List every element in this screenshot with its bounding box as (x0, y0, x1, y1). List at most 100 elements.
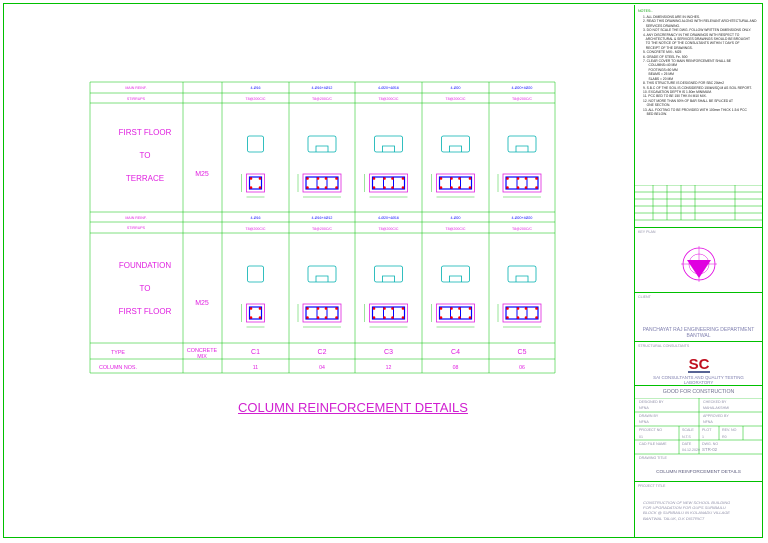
rebar-lower (324, 316, 328, 319)
rebar-lower (306, 307, 309, 310)
drawing-title-label: DRAWING TITLE (639, 456, 667, 460)
rebar-lower (401, 307, 405, 310)
rebar-lower (249, 316, 253, 319)
rebar-upper (316, 186, 320, 189)
column-section-lower (502, 303, 542, 323)
title-block: NOTES:- 1. ALL DIMENSIONS ARE IN INCHES.… (634, 5, 763, 537)
section-link-lower (383, 306, 394, 320)
consultant-label: STRUCTURAL CONSULTANTS (638, 344, 690, 348)
rebar-upper (249, 186, 253, 189)
project-no-label: PROJECT NO (639, 428, 663, 432)
key-plan-label: KEY PLAN (638, 230, 656, 234)
rebar-lower (535, 307, 538, 310)
stirrup-shape-lower (374, 265, 403, 283)
rebar-upper (516, 177, 520, 180)
client-sub: BANTWAL (686, 333, 711, 339)
rebar-lower (249, 307, 253, 310)
column-type: C5 (518, 349, 527, 356)
section-stirrup-upper (505, 176, 539, 190)
rebar-lower (506, 307, 509, 310)
note-line: 2. READ THIS DRAWING ALONG WITH RELEVANT… (643, 19, 757, 24)
column-count: 08 (453, 365, 459, 371)
section-link-lower (516, 306, 528, 320)
column-type: C3 (384, 349, 393, 356)
column-section-lower (369, 303, 408, 323)
dwg-no: STR-02 (702, 447, 718, 452)
column-section-upper (502, 173, 542, 193)
rebar-lower (372, 316, 376, 319)
main-reinf-lower: 4-Ø20+4Ø16 (378, 216, 399, 220)
note-line: RECEIPT OF THE DRAWINGS. (643, 45, 693, 50)
project-title-label: PROJECT TITLE (638, 484, 666, 488)
concrete-label: MIX (197, 354, 207, 360)
stirrup-upper: T8@200C/C (245, 97, 265, 101)
rebar-upper (258, 186, 262, 189)
note-line: 7. CLEAR COVER TO MAIN REINFORCEMENT SHA… (643, 59, 731, 64)
section-stirrup-upper (305, 176, 339, 190)
row-label: MAIN REINF. (125, 216, 147, 220)
rebar-upper (506, 177, 509, 180)
checked-by-label: CHECKED BY (703, 400, 727, 404)
rev: R0 (722, 435, 727, 439)
section-link-upper (383, 176, 394, 190)
consultant-name: SAI CONSULTANTS AND QUALITY TESTING (653, 375, 744, 380)
note-line: 6. GRADE OF STEEL Fe- 500 (643, 54, 688, 59)
rebar-lower (524, 307, 528, 310)
rebar-upper (439, 177, 443, 180)
rebar-upper (383, 177, 386, 180)
rebar-lower (391, 316, 394, 319)
rebar-upper (458, 177, 461, 180)
revision-table (635, 185, 763, 221)
date: 04.12.2020 (682, 448, 700, 452)
plot-label: PLOT (702, 428, 712, 432)
stirrup-lower: T8@200C/C (312, 227, 332, 231)
section-stirrup-lower (505, 306, 539, 320)
rebar-lower (506, 316, 509, 319)
main-reinf-upper: 4-Ø16+4Ø12 (312, 86, 333, 90)
section-link-lower (316, 306, 328, 320)
section-stirrup-upper (438, 176, 473, 190)
rebar-lower (516, 316, 520, 319)
note-line: ONE SECTION. (643, 103, 671, 108)
rebar-upper (535, 177, 538, 180)
consultant-logo-icon: SC (688, 356, 710, 373)
stirrup-link-upper (449, 145, 462, 152)
stirrup-shape-lower (307, 265, 337, 283)
column-section-lower (246, 303, 265, 323)
note-line: SERVICES DRAWING. (643, 23, 681, 28)
column-nos-label: COLUMN NOS. (99, 365, 137, 371)
level-label-upper: TERRACE (126, 174, 164, 183)
concrete-mix-lower: M25 (195, 300, 209, 307)
rebar-upper (335, 186, 338, 189)
consultant-section: STRUCTURAL CONSULTANTS SC SAI CONSULTANT… (635, 341, 762, 385)
note-line: 13. ALL FOOTING TO BE PROVIDED WITH 100m… (643, 107, 747, 112)
level-label-upper: FIRST FLOOR (119, 128, 172, 137)
rebar-upper (450, 186, 453, 189)
level-label-upper: TO (140, 151, 151, 160)
type-label: TYPE (111, 350, 125, 356)
rev-label: REV. NO (722, 428, 737, 432)
rebar-lower (391, 307, 394, 310)
column-type: C1 (251, 349, 260, 356)
section-stirrup-upper (248, 176, 263, 190)
drawing-title-tb: COLUMN REINFORCEMENT DETAILS (656, 470, 741, 475)
rebar-upper (306, 177, 309, 180)
approved-by-label: APPROVED BY (703, 414, 729, 418)
checked-by: MAHALAKSHMI (703, 406, 730, 410)
note-line: 12. NOT MORE THAN 50% OF BAR SHALL BE SP… (643, 98, 734, 103)
rebar-upper (335, 177, 338, 180)
project-title-line: CONSTRUCTION OF NEW SCHOOL BUILDING (643, 500, 731, 505)
main-reinf-upper: 4-Ø20+4Ø20 (512, 86, 533, 90)
stirrup-link-upper (382, 145, 395, 152)
section-link-lower (450, 306, 461, 320)
main-reinf-lower: 4-Ø20+4Ø20 (512, 216, 533, 220)
designed-by: NFNA (639, 406, 649, 410)
approved-by: NFNA (703, 420, 713, 424)
rebar-lower (335, 307, 338, 310)
rebar-upper (516, 186, 520, 189)
rebar-upper (535, 186, 538, 189)
column-section-upper (302, 173, 342, 193)
level-label-lower: TO (140, 284, 151, 293)
date-label: DATE (682, 442, 692, 446)
